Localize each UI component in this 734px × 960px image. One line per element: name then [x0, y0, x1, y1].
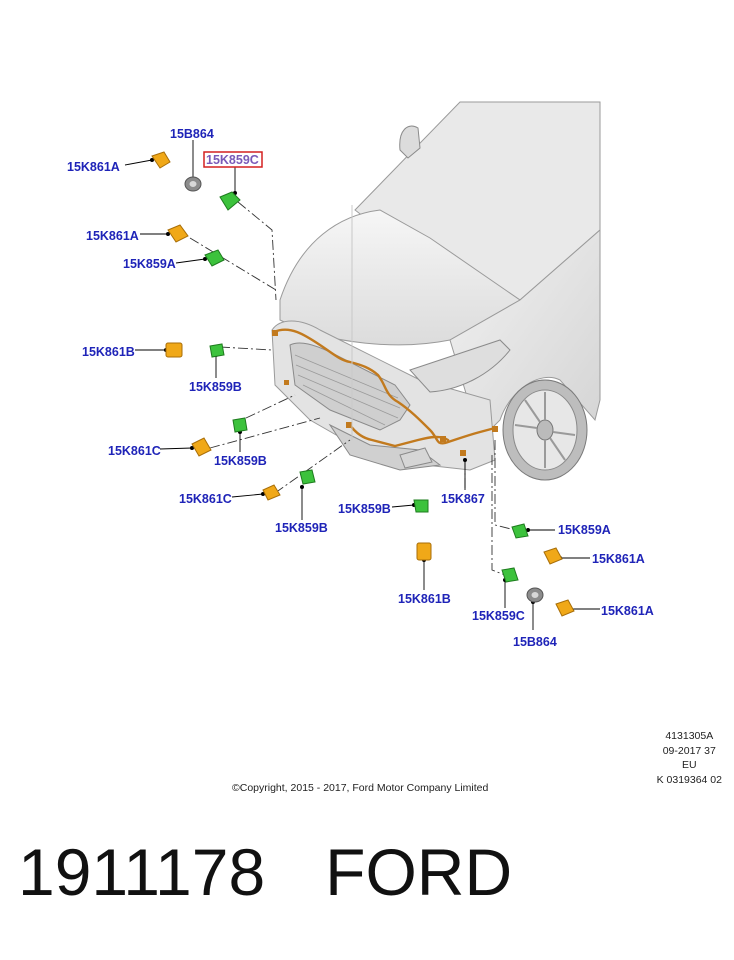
bracket-part[interactable]: [543, 547, 563, 565]
sensor-part[interactable]: [511, 523, 529, 539]
label-15k859a-left[interactable]: 15K859A: [123, 257, 176, 271]
grommet-part[interactable]: [184, 176, 202, 192]
grille-slats: [294, 354, 401, 426]
label-15b864-bottom[interactable]: 15B864: [513, 635, 557, 649]
sensor-part[interactable]: [209, 343, 225, 358]
highlight-box: [203, 151, 263, 168]
sensor-part[interactable]: [204, 249, 225, 267]
sensor-part[interactable]: [413, 499, 429, 513]
wiring-harness: [272, 328, 497, 448]
label-15k867[interactable]: 15K867: [441, 492, 485, 506]
label-15k861b-left[interactable]: 15K861B: [82, 345, 135, 359]
harness-connectors: [272, 330, 498, 456]
parts-diagram: 15B864 15K861A 15K859C 15K861A 15K859A 1…: [67, 101, 654, 649]
car-illustration: [271, 101, 601, 481]
label-15b864-top[interactable]: 15B864: [170, 127, 214, 141]
car-side-mirror: [399, 125, 421, 159]
bracket-part[interactable]: [167, 224, 189, 243]
label-15k859b-2[interactable]: 15K859B: [214, 454, 267, 468]
illustration-region: EU: [682, 759, 697, 771]
part-labels: 15B864 15K861A 15K859C 15K861A 15K859A 1…: [67, 127, 654, 649]
car-front-wheel: [502, 379, 588, 481]
caption-brand: FORD: [325, 835, 513, 909]
diagram-meta-info: 4131305A 09-2017 37 EU K 0319364 02: [657, 729, 722, 787]
label-15k859a-right[interactable]: 15K859A: [558, 523, 611, 537]
label-15k861c-2[interactable]: 15K861C: [179, 492, 232, 506]
label-15k861a-3[interactable]: 15K861A: [592, 552, 645, 566]
label-15k861b-bottom[interactable]: 15K861B: [398, 592, 451, 606]
bracket-part[interactable]: [151, 151, 171, 169]
sensor-part[interactable]: [501, 567, 519, 583]
leader-lines: [124, 140, 600, 630]
car-fog-light: [399, 447, 433, 469]
illustration-code: 4131305A: [665, 730, 714, 742]
caption-part-number: 1911178: [18, 835, 266, 909]
label-15k859c-highlighted[interactable]: 15K859C: [206, 153, 259, 167]
label-15k859b-1[interactable]: 15K859B: [189, 380, 242, 394]
bracket-part[interactable]: [262, 484, 281, 501]
label-15k861a-4[interactable]: 15K861A: [601, 604, 654, 618]
bracket-part[interactable]: [191, 437, 212, 457]
sensor-part[interactable]: [219, 191, 241, 211]
label-15k859c-bottom[interactable]: 15K859C: [472, 609, 525, 623]
bracket-part[interactable]: [555, 599, 575, 617]
label-15k861a-1[interactable]: 15K861A: [67, 160, 120, 174]
label-15k859b-3[interactable]: 15K859B: [275, 521, 328, 535]
label-15k861a-2[interactable]: 15K861A: [86, 229, 139, 243]
sensor-part[interactable]: [299, 469, 316, 485]
illustration-reference: K 0319364 02: [656, 773, 722, 786]
car-headlight: [409, 339, 511, 393]
sensor-part[interactable]: [232, 417, 248, 433]
bracket-part[interactable]: [416, 542, 432, 561]
part-caption: 1911178 FORD: [18, 834, 512, 910]
illustration-date: 09-2017 37: [662, 744, 716, 757]
copyright-notice: ©Copyright, 2015 - 2017, Ford Motor Comp…: [232, 782, 489, 794]
label-15k861c-1[interactable]: 15K861C: [108, 444, 161, 458]
grommet-part[interactable]: [526, 587, 544, 603]
bracket-part[interactable]: [165, 342, 183, 358]
label-15k859b-4[interactable]: 15K859B: [338, 502, 391, 516]
